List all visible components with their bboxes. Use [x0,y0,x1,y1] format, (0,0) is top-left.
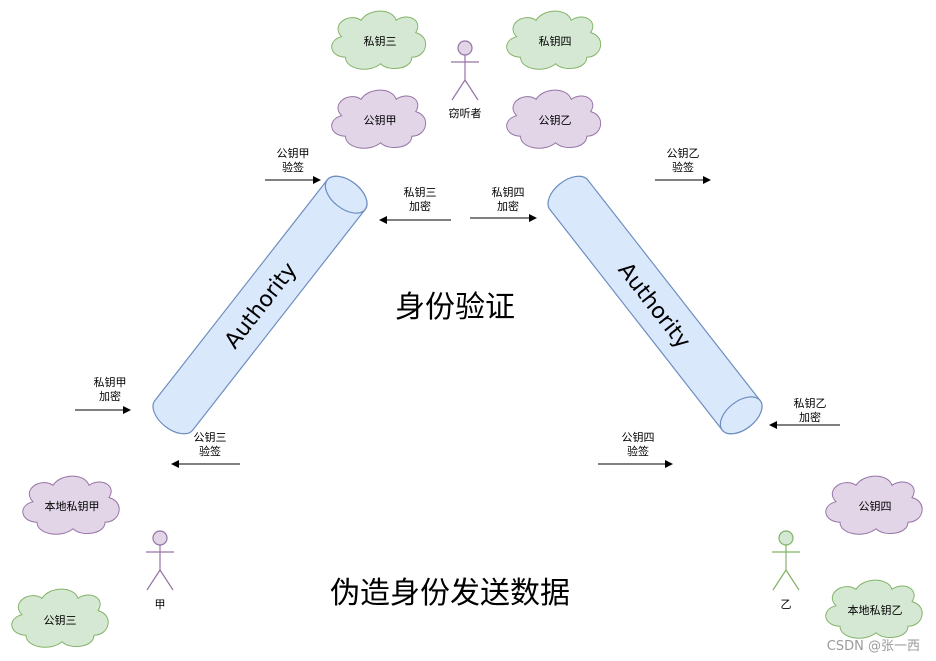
arrow-label-line2: 验签 [627,444,649,458]
arrow-private-key-4-encrypt: 私钥四 加密 [470,185,537,222]
cloud-label: 公钥四 [859,499,892,513]
actor-jia [146,530,174,591]
cloud-local-private-key-yi: 本地私钥乙 [825,579,923,639]
actor-eavesdropper-label: 窃听者 [449,106,482,120]
cloud-label: 本地私钥甲 [45,499,100,513]
cloud-private-key-3: 私钥三 [331,10,427,70]
arrow-label-line1: 私钥乙 [794,396,827,410]
arrow-private-key-jia-encrypt: 私钥甲 加密 [75,375,131,414]
cloud-label: 公钥甲 [364,113,397,127]
watermark: CSDN @张一西 [827,639,920,654]
actor-eavesdropper [451,40,479,101]
arrow-label-line1: 私钥三 [404,185,437,199]
cloud-private-key-4: 私钥四 [506,10,602,70]
authority-cylinder-left: Authority [152,175,368,435]
cloud-label: 私钥三 [364,34,397,48]
cloud-public-key-jia: 公钥甲 [331,89,427,149]
arrow-label-line1: 私钥甲 [94,375,127,389]
arrow-label-line2: 验签 [282,160,304,174]
authority-cylinder-right: Authority [547,175,763,435]
arrow-public-key-3-verify: 公钥三 验签 [171,430,240,468]
actor-jia-label: 甲 [155,598,166,611]
arrow-label-line1: 公钥乙 [667,146,700,160]
arrow-public-key-jia-verify: 公钥甲 验签 [265,146,321,184]
arrow-label-line2: 加密 [99,389,121,403]
cloud-label: 公钥三 [44,613,77,627]
arrow-private-key-yi-encrypt: 私钥乙 加密 [769,396,840,429]
arrow-label-line2: 加密 [799,410,821,424]
arrow-private-key-3-encrypt: 私钥三 加密 [379,185,451,224]
cloud-local-private-key-jia: 本地私钥甲 [22,475,120,535]
cloud-public-key-3: 公钥三 [11,588,109,648]
actor-yi-label: 乙 [781,598,792,611]
arrow-public-key-yi-verify: 公钥乙 验签 [655,146,711,184]
cloud-public-key-yi: 公钥乙 [506,89,602,149]
actor-yi [772,530,800,591]
cloud-public-key-4: 公钥四 [825,475,923,535]
arrow-label-line2: 验签 [199,444,221,458]
title-identity-verification: 身份验证 [395,290,515,325]
cloud-label: 本地私钥乙 [848,603,903,617]
arrow-label-line2: 加密 [409,199,431,213]
arrow-label-line1: 公钥四 [622,430,655,444]
arrow-label-line2: 加密 [497,199,519,213]
arrow-public-key-4-verify: 公钥四 验签 [598,430,673,468]
arrow-label-line1: 公钥三 [194,430,227,444]
arrow-label-line1: 公钥甲 [277,146,310,160]
arrow-label-line1: 私钥四 [492,185,525,199]
title-forge-identity: 伪造身份发送数据 [330,576,570,611]
arrow-label-line2: 验签 [672,160,694,174]
cloud-label: 公钥乙 [539,113,572,127]
cloud-label: 私钥四 [539,34,572,48]
